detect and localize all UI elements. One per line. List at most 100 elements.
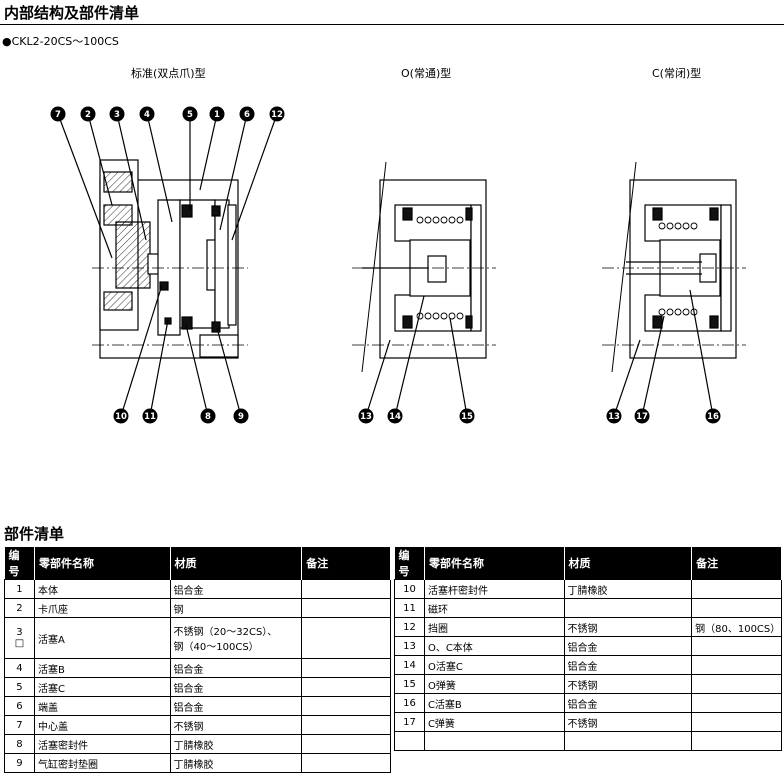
cell-part-name bbox=[423, 731, 565, 751]
cell-material: 钢 bbox=[169, 598, 303, 618]
cell-number: 14 bbox=[394, 655, 425, 675]
cell-part-name: O、C本体 bbox=[423, 636, 565, 656]
col-header-name: 零部件名称 bbox=[34, 547, 171, 580]
cell-part-name: 端盖 bbox=[33, 696, 171, 716]
svg-text:14: 14 bbox=[389, 412, 401, 422]
cell-part-name: 中心盖 bbox=[33, 715, 171, 735]
callout-16: 16 bbox=[705, 408, 721, 424]
cell-number: 9 bbox=[4, 753, 35, 773]
svg-text:17: 17 bbox=[636, 412, 648, 422]
svg-text:10: 10 bbox=[115, 412, 127, 422]
callout-7: 7 bbox=[50, 106, 66, 122]
cell-number: 5 bbox=[4, 677, 35, 697]
cell-note bbox=[691, 693, 782, 713]
svg-text:4: 4 bbox=[144, 110, 150, 120]
cell-number: 17 bbox=[394, 712, 425, 732]
col-header-note: 备注 bbox=[691, 547, 782, 580]
cell-number: 13 bbox=[394, 636, 425, 656]
cell-material: 不锈钢 bbox=[169, 715, 303, 735]
col-header-material: 材质 bbox=[564, 547, 693, 580]
cell-note bbox=[301, 734, 391, 754]
cell-note bbox=[301, 696, 391, 716]
cell-note bbox=[691, 636, 782, 656]
svg-text:5: 5 bbox=[187, 110, 193, 120]
cell-number: 4 bbox=[4, 658, 35, 678]
table-header-row: 编号 零部件名称 材质 备注 bbox=[4, 547, 391, 580]
parts-list-title: 部件清单 bbox=[4, 525, 65, 543]
cell-note bbox=[691, 655, 782, 675]
svg-text:15: 15 bbox=[461, 412, 473, 422]
svg-text:12: 12 bbox=[271, 110, 283, 120]
page-title: 内部结构及部件清单 bbox=[4, 4, 140, 22]
cell-number: 8 bbox=[4, 734, 35, 754]
callout-10: 10 bbox=[113, 408, 129, 424]
svg-text:2: 2 bbox=[85, 110, 91, 120]
diagram-label-standard: 标准(双点爪)型 bbox=[131, 67, 206, 80]
col-header-number: 编号 bbox=[4, 547, 35, 580]
cell-note bbox=[301, 677, 391, 697]
cell-material: 不锈钢 bbox=[563, 712, 693, 732]
cell-note bbox=[691, 579, 782, 599]
cell-part-name: C弹簧 bbox=[423, 712, 565, 732]
callout-4: 4 bbox=[139, 106, 155, 122]
cell-part-name: 气缸密封垫圈 bbox=[33, 753, 171, 773]
cell-part-name: 活塞密封件 bbox=[33, 734, 171, 754]
cell-material: 铝合金 bbox=[563, 636, 693, 656]
title-divider bbox=[0, 24, 784, 25]
callout-markers: 7 2 3 4 5 1 6 12 10 11 8 9 13 14 15 13 1… bbox=[50, 106, 721, 424]
cell-part-name: 活塞B bbox=[33, 658, 171, 678]
cell-material bbox=[563, 598, 693, 618]
cell-number: 12 bbox=[394, 617, 425, 637]
cell-part-name: 活塞C bbox=[33, 677, 171, 697]
diagram-label-closed: C(常闭)型 bbox=[652, 67, 702, 80]
svg-text:1: 1 bbox=[214, 110, 220, 120]
table-row bbox=[394, 731, 782, 751]
svg-text:11: 11 bbox=[144, 412, 156, 422]
cell-note bbox=[691, 712, 782, 732]
cell-material bbox=[563, 731, 693, 751]
callout-11: 11 bbox=[142, 408, 158, 424]
callout-15: 15 bbox=[459, 408, 475, 424]
callout-13-closed: 13 bbox=[606, 408, 622, 424]
cell-number bbox=[394, 731, 425, 751]
svg-text:13: 13 bbox=[360, 412, 372, 422]
cell-material: 不锈钢（20～32CS）、 钢（40～100CS） bbox=[169, 617, 303, 659]
cell-material: 铝合金 bbox=[169, 579, 303, 599]
cell-note bbox=[301, 598, 391, 618]
callout-12: 12 bbox=[269, 106, 285, 122]
col-header-material: 材质 bbox=[170, 547, 303, 580]
cell-part-name: 磁环 bbox=[423, 598, 565, 618]
callout-14: 14 bbox=[387, 408, 403, 424]
svg-text:6: 6 bbox=[244, 110, 250, 120]
cell-number: 15 bbox=[394, 674, 425, 694]
cell-material: 丁腈橡胶 bbox=[169, 753, 303, 773]
cell-material: 铝合金 bbox=[563, 693, 693, 713]
svg-text:8: 8 bbox=[205, 412, 211, 422]
callout-1: 1 bbox=[209, 106, 225, 122]
cell-material: 铝合金 bbox=[563, 655, 693, 675]
cell-part-name: C活塞B bbox=[423, 693, 565, 713]
callout-8: 8 bbox=[200, 408, 216, 424]
callout-2: 2 bbox=[80, 106, 96, 122]
cell-note bbox=[691, 598, 782, 618]
svg-text:13: 13 bbox=[608, 412, 620, 422]
open-type-section bbox=[352, 161, 496, 417]
callout-6: 6 bbox=[239, 106, 255, 122]
cell-material: 不锈钢 bbox=[563, 617, 693, 637]
cell-part-name: 活塞杆密封件 bbox=[423, 579, 565, 599]
cell-note bbox=[301, 715, 391, 735]
